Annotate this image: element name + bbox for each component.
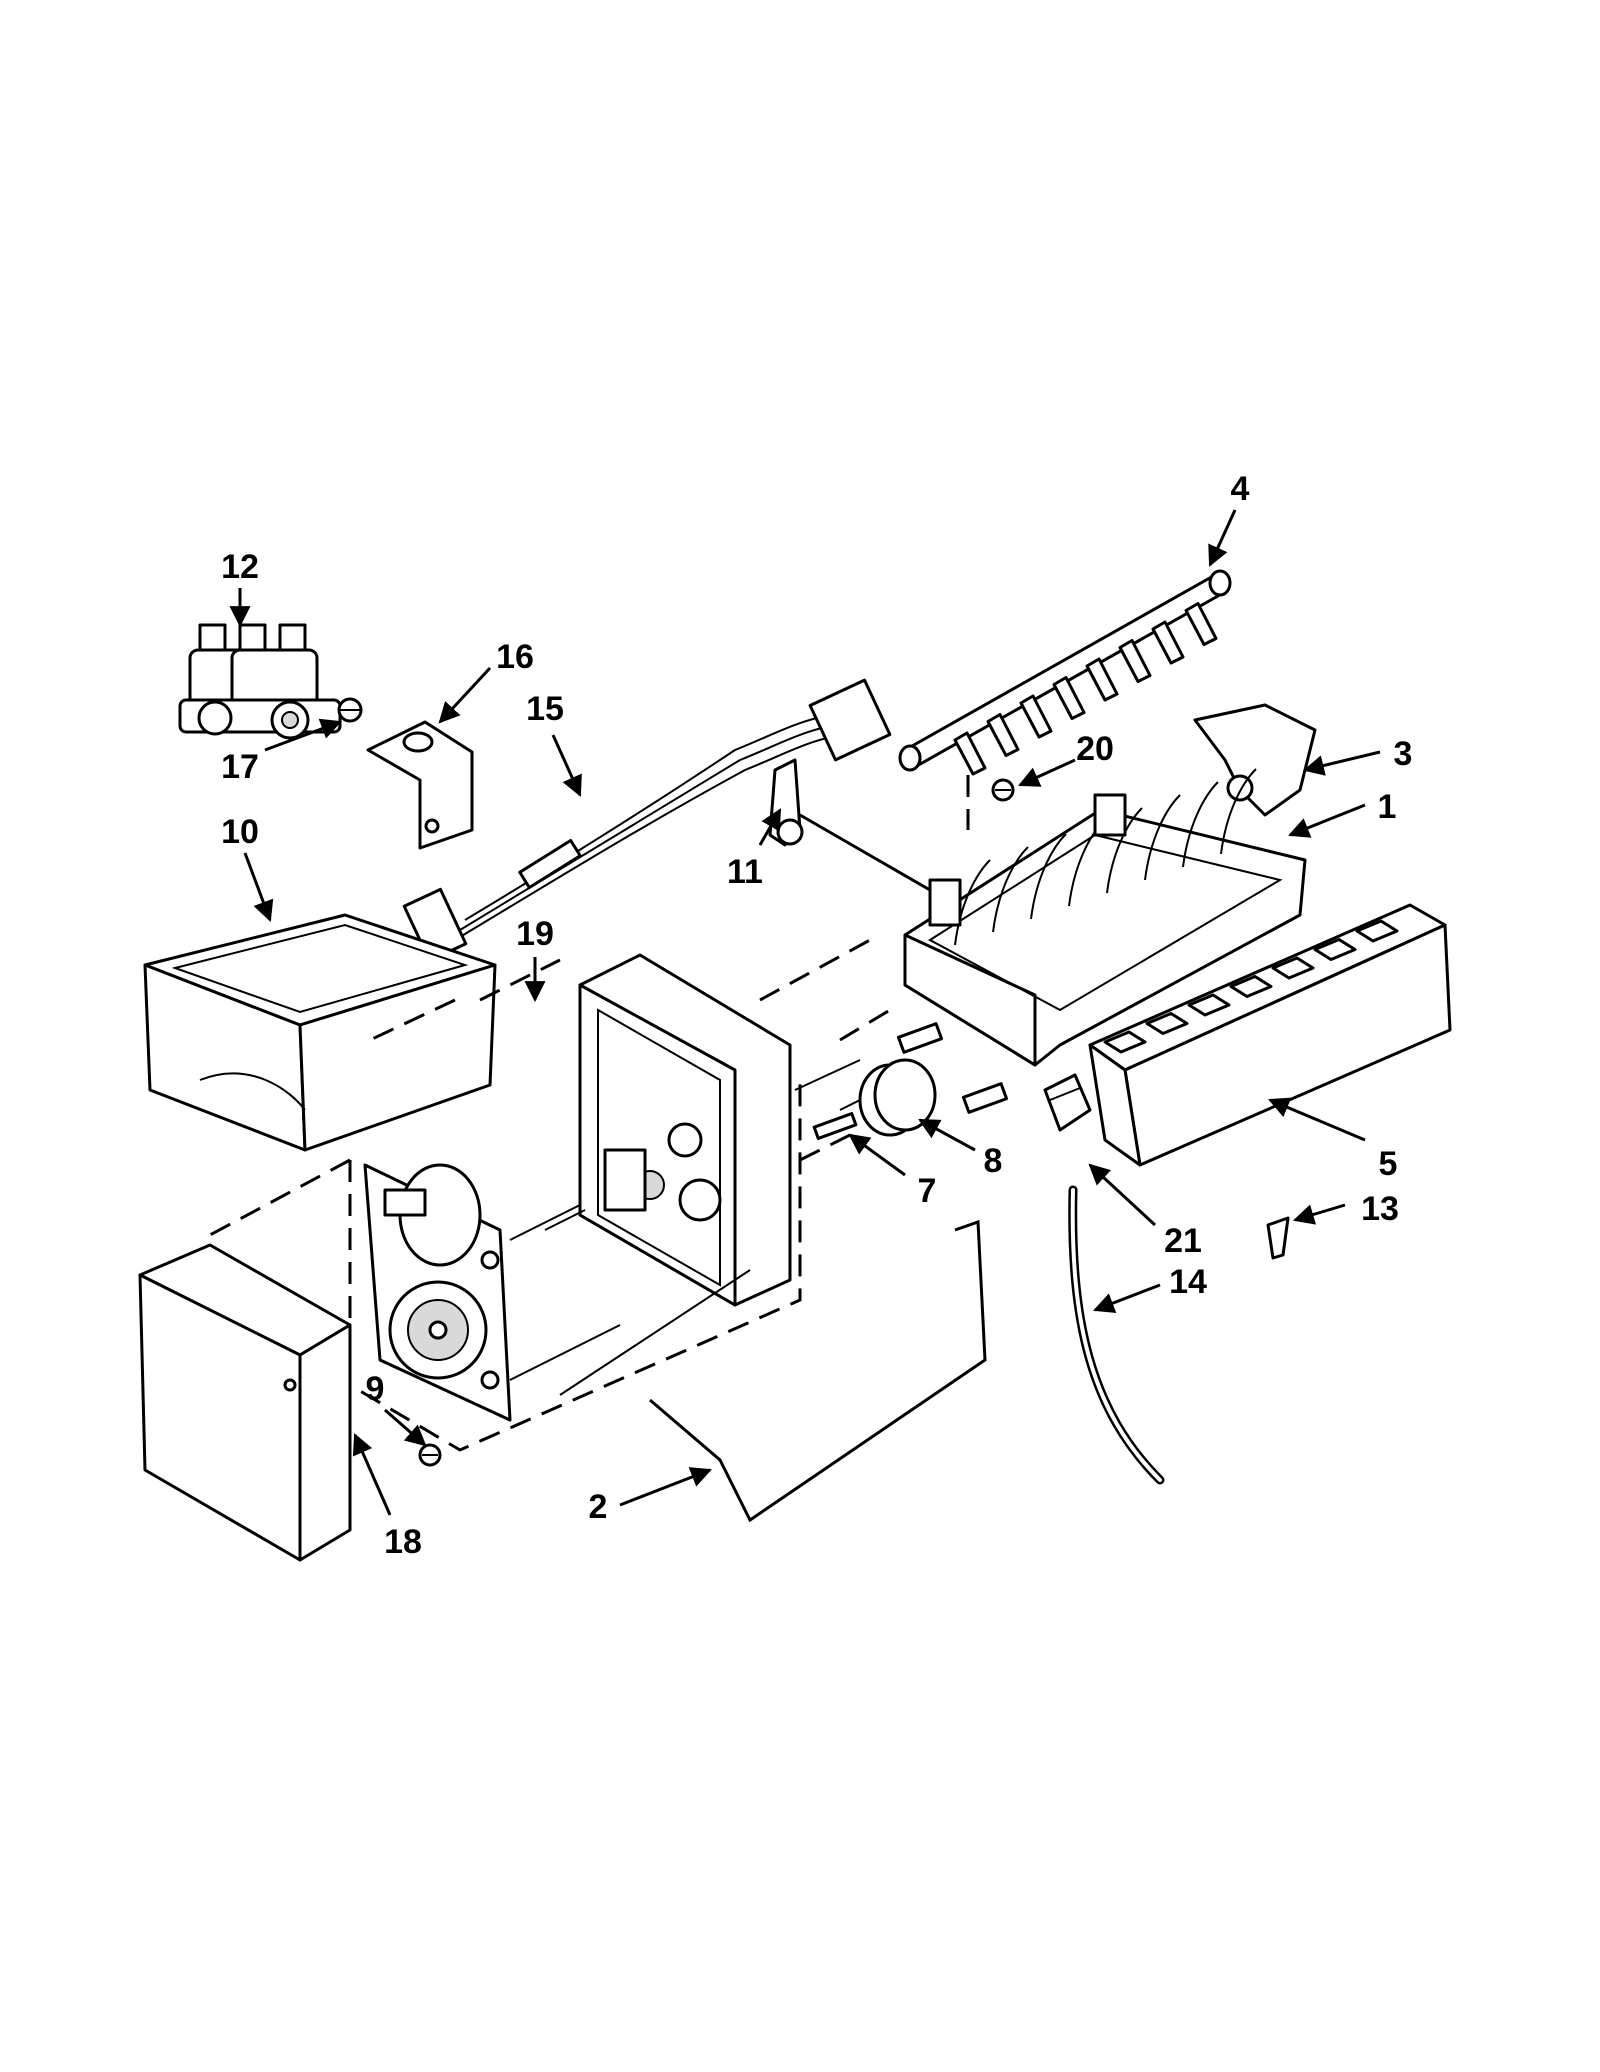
ejector-fin <box>986 713 1020 757</box>
cover-slot <box>1271 956 1315 980</box>
part-screw-17 <box>337 697 363 723</box>
mold-rib <box>1144 794 1181 881</box>
ejector-fin <box>1052 676 1086 720</box>
ejector-fin <box>953 731 987 776</box>
callout-5: 5 <box>1379 1145 1398 1183</box>
cover-slot <box>1229 975 1273 998</box>
cover-slot <box>1313 938 1357 961</box>
callout-12: 12 <box>221 548 259 586</box>
callout-7: 7 <box>918 1172 937 1210</box>
mold-rib <box>1182 781 1219 868</box>
ejector-fin <box>1184 602 1218 646</box>
callout-15: 15 <box>526 690 564 728</box>
callout-11: 11 <box>727 853 763 891</box>
ejector-fin <box>1085 657 1119 702</box>
part-mold-1 <box>903 768 1307 1067</box>
callout-18: 18 <box>384 1523 422 1561</box>
mold-rib <box>1220 768 1257 855</box>
callout-4: 4 <box>1231 470 1250 508</box>
callout-2: 2 <box>589 1488 608 1526</box>
callout-13: 13 <box>1361 1190 1399 1228</box>
callout-20: 20 <box>1076 730 1114 768</box>
part-terminal-7 <box>812 1112 858 1140</box>
callout-10: 10 <box>221 813 259 851</box>
mold-rib <box>1030 833 1067 920</box>
part-front-cover-5 <box>1088 903 1452 1167</box>
part-clip-11 <box>768 758 931 892</box>
mold-rib <box>1106 807 1143 894</box>
part-bracket-16 <box>366 720 474 850</box>
part-ice-bin-10 <box>143 913 497 1152</box>
part-tube-14 <box>1068 1185 1165 1485</box>
assembly-outline <box>209 938 891 1452</box>
part-thermostat-8 <box>839 1058 937 1137</box>
part-plug-13 <box>1266 1216 1290 1260</box>
callout-8: 8 <box>984 1142 1003 1180</box>
cover-slot <box>1355 919 1399 943</box>
part-wire-harness-15 <box>402 678 892 963</box>
part-cover-box-18 <box>138 1243 352 1562</box>
part-housing-19 <box>578 953 792 1307</box>
part-terminals <box>896 1022 1009 1114</box>
cover-slot <box>1145 1012 1189 1035</box>
part-clip-21 <box>1043 1073 1092 1132</box>
callout-1: 1 <box>1378 788 1397 826</box>
part-screw-9 <box>418 1443 442 1467</box>
mold-rib <box>992 846 1029 933</box>
part-motor-plate <box>363 1163 621 1422</box>
callout-14: 14 <box>1169 1263 1207 1301</box>
ejector-fin <box>1151 620 1185 665</box>
ejector-fin <box>1019 694 1053 739</box>
callout-21: 21 <box>1164 1222 1202 1260</box>
part-ejector-4 <box>898 569 1232 776</box>
cover-slot <box>1103 1030 1147 1054</box>
part-screw-20 <box>991 778 1015 802</box>
callout-19: 19 <box>516 915 554 953</box>
callout-3: 3 <box>1394 735 1413 773</box>
callout-17: 17 <box>221 748 259 786</box>
part-shutoff-arm-2 <box>649 1219 987 1523</box>
mold-rib <box>954 859 991 946</box>
part-cover-3 <box>1193 703 1317 817</box>
leader-arrows <box>229 509 1381 1516</box>
cover-slot <box>1187 993 1231 1017</box>
ejector-fin <box>1118 639 1152 683</box>
part-water-valve <box>178 623 342 740</box>
callout-labels: 12 17 16 15 10 19 11 4 20 3 1 5 13 21 14… <box>221 470 1412 1561</box>
callout-9: 9 <box>366 1370 385 1408</box>
callout-16: 16 <box>496 638 534 676</box>
